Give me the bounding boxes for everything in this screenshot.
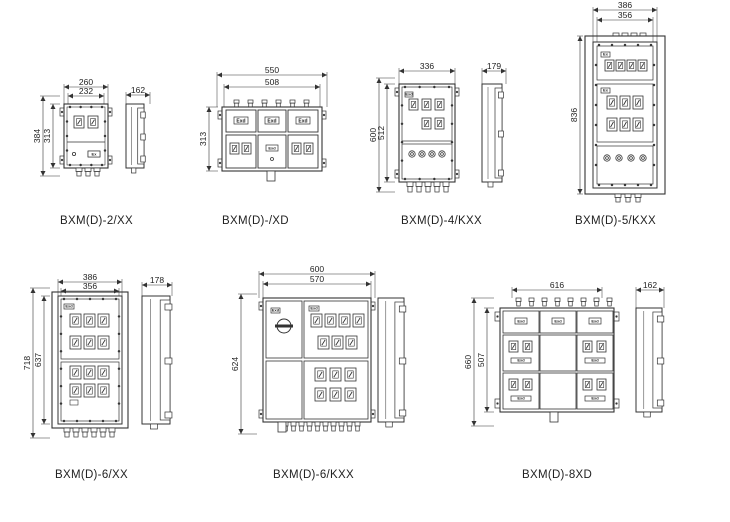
dimension-vertical: 600	[368, 77, 395, 193]
dimension-value: 508	[265, 77, 279, 87]
dimension-value: 336	[420, 61, 434, 71]
dimension-value: 179	[487, 61, 501, 71]
dimension-horizontal: 550	[216, 65, 328, 107]
dimension-value: 162	[643, 280, 657, 290]
dimension-vertical: 624	[230, 293, 257, 435]
nameplate-label: Exd	[517, 396, 525, 401]
nameplate-label: Ex	[603, 52, 609, 57]
unit-label-bxm-d-6-xx: BXM(D)-6/XX	[55, 469, 128, 481]
side-view-bxm-d-2-xx	[125, 103, 146, 174]
nameplate-label: Exd	[517, 319, 525, 324]
nameplate-label: Exd	[272, 308, 280, 313]
side-view-bxm-d-8xd	[635, 307, 665, 418]
dimension-value: 386	[83, 272, 97, 282]
nameplate-label: Exd	[591, 396, 599, 401]
dimension-horizontal: 260	[63, 77, 109, 104]
nameplate-label: Exd	[517, 358, 525, 363]
nameplate-label: Ex	[603, 88, 609, 93]
unit-label-bxm-d-6-kxx: BXM(D)-6/KXX	[273, 469, 354, 481]
nameplate-label: Exd	[591, 319, 599, 324]
nameplate-label: Exd	[65, 304, 73, 309]
dimension-value: 616	[550, 280, 564, 290]
dimension-vertical: 313	[198, 106, 218, 172]
dimension-value: 356	[83, 281, 97, 291]
dimension-vertical: 718	[22, 287, 50, 439]
dimension-horizontal: 600	[258, 264, 376, 298]
nameplate-label: Exd	[554, 319, 562, 324]
dimension-value: 507	[476, 353, 486, 367]
dimension-value: 570	[310, 274, 324, 284]
side-view-bxm-d-6-kxx	[377, 297, 407, 428]
dimension-vertical: 836	[569, 35, 583, 195]
dimension-vertical: 660	[463, 297, 494, 427]
dimension-vertical: 637	[33, 295, 50, 425]
dimension-value: 512	[376, 126, 386, 140]
dimension-value: 313	[42, 129, 52, 143]
enclosure-bxm-d-6-xx: Exd	[51, 291, 129, 438]
nameplate-label: Exd	[267, 119, 276, 125]
dimension-horizontal: 162	[125, 85, 151, 104]
enclosure-bxm-d-4-kxx: Exd	[394, 83, 460, 193]
dimension-horizontal: 162	[635, 280, 665, 308]
nameplate-label: Exd	[591, 358, 599, 363]
dimension-value: 660	[463, 355, 473, 369]
dimension-value: 600	[368, 128, 378, 142]
dimension-value: 600	[310, 264, 324, 274]
nameplate-label: Ex	[92, 152, 98, 157]
dimension-horizontal: 508	[223, 77, 321, 107]
unit-label-bxm-d-5-kxx: BXM(D)-5/KXX	[575, 215, 656, 227]
dimension-value: 313	[198, 132, 208, 146]
unit-label-bxm-d-2-xx: BXM(D)-2/XX	[60, 215, 133, 227]
enclosure-bxm-d-2-xx: Ex	[59, 103, 113, 177]
dimension-value: 260	[79, 77, 93, 87]
dimension-value: 718	[22, 356, 32, 370]
enclosure-bxm-d-6-kxx: Exd Exd	[258, 297, 376, 433]
unit-label-bxm-d-4-kxx: BXM(D)-4/KXX	[401, 215, 482, 227]
dimension-value: 624	[230, 357, 240, 371]
dimension-value: 836	[569, 108, 579, 122]
side-view-bxm-d-6-xx	[141, 295, 173, 430]
dimension-value: 178	[150, 275, 164, 285]
nameplate-label: Exd	[310, 306, 318, 311]
nameplate-label: Exd	[405, 92, 413, 97]
unit-label-bxm-d-xd: BXM(D)-/XD	[222, 215, 289, 227]
dimension-horizontal: 178	[141, 275, 173, 296]
dimension-horizontal: 386	[592, 0, 658, 42]
dimension-horizontal: 570	[262, 274, 372, 298]
dimension-value: 356	[618, 10, 632, 20]
dimension-horizontal: 386	[57, 272, 123, 296]
dimension-value: 386	[618, 0, 632, 10]
dimension-horizontal: 336	[398, 61, 456, 84]
dimension-vertical: 512	[376, 83, 395, 183]
nameplate-label: Exd	[236, 119, 245, 125]
dimension-value: 162	[131, 85, 145, 95]
nameplate-label: Exd	[268, 146, 276, 151]
dimension-vertical: 313	[42, 103, 60, 169]
dimension-value: 232	[79, 86, 93, 96]
nameplate-label: Exd	[298, 119, 307, 125]
unit-label-bxm-d-8xd: BXM(D)-8XD	[522, 469, 593, 481]
dimension-value: 384	[32, 129, 42, 143]
dimension-horizontal: 232	[67, 86, 105, 104]
dimension-vertical: 507	[476, 307, 494, 413]
dimension-value: 550	[265, 65, 279, 75]
dimension-vertical: 384	[32, 95, 60, 177]
dimension-horizontal: 356	[60, 281, 120, 296]
dimension-horizontal: 616	[511, 280, 603, 298]
dimension-horizontal: 179	[481, 61, 507, 84]
dimension-horizontal: 356	[596, 10, 654, 42]
side-view-bxm-d-4-kxx	[481, 83, 504, 188]
dimension-value: 637	[33, 353, 43, 367]
